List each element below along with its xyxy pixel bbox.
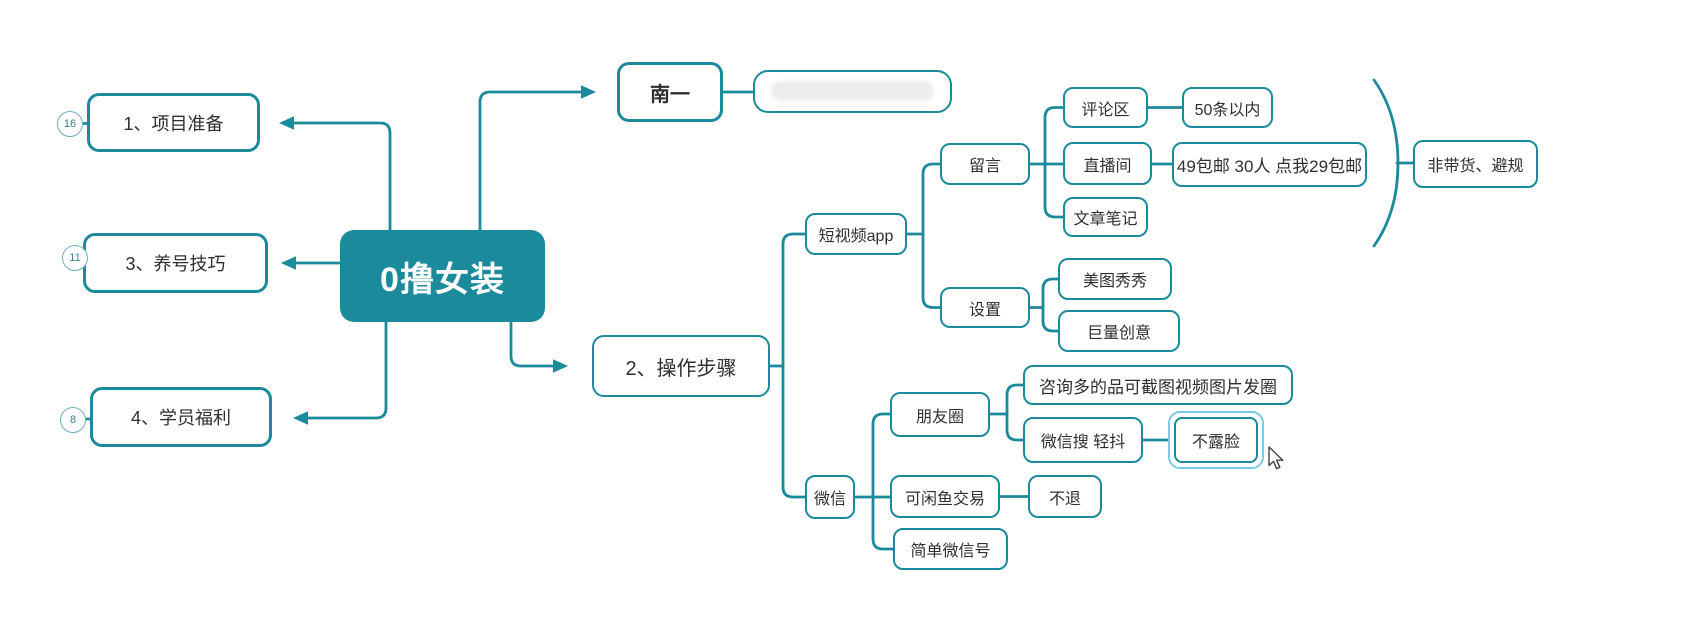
mouse-cursor-icon — [1268, 446, 1284, 470]
edge-trunk6-to-consult — [1005, 383, 1025, 416]
node-live-room[interactable]: 直播间 — [1063, 142, 1152, 185]
arrowhead-nurture — [281, 256, 296, 270]
edge-trunk-to-short-video-app — [781, 232, 807, 368]
selection-ring: 不露脸 — [1168, 411, 1264, 469]
edge-trunk2-to-messages — [921, 162, 942, 236]
edge-root-to-steps — [509, 320, 555, 368]
node-redacted[interactable] — [753, 70, 952, 113]
node-consult-tip[interactable]: 咨询多的品可截图视频图片发圈 — [1023, 365, 1293, 405]
edge-trunk-to-wechat — [781, 364, 807, 499]
node-root[interactable]: 0撸女装 — [340, 230, 545, 322]
collapse-badge-11[interactable]: 11 — [62, 245, 88, 271]
collapse-badge-8[interactable]: 8 — [60, 407, 86, 433]
node-nanyi[interactable]: 南一 — [617, 62, 723, 122]
edge-trunk6-to-search — [1005, 412, 1025, 442]
arrowhead-steps — [553, 359, 568, 373]
node-moments[interactable]: 朋友圈 — [890, 392, 990, 437]
arrowhead-project-prep — [279, 116, 294, 130]
node-benefits[interactable]: 4、学员福利 — [90, 387, 272, 447]
node-settings[interactable]: 设置 — [940, 287, 1030, 328]
edge-trunk2-to-settings — [921, 232, 942, 309]
node-simple-wechat-id[interactable]: 简单微信号 — [893, 528, 1008, 570]
node-no-refund[interactable]: 不退 — [1028, 475, 1102, 518]
arrowhead-benefits — [293, 411, 308, 425]
node-messages[interactable]: 留言 — [940, 143, 1030, 185]
edge-root-to-benefits — [306, 320, 388, 420]
edge-root-to-nanyi — [478, 90, 583, 232]
edge-root-to-project-prep — [292, 121, 392, 232]
node-wechat[interactable]: 微信 — [805, 475, 855, 519]
node-comment-area[interactable]: 评论区 — [1063, 87, 1148, 128]
edge-trunk3-to-comment-area — [1043, 106, 1065, 166]
edge-trunk5-to-moments — [871, 412, 892, 499]
node-article-notes[interactable]: 文章笔记 — [1063, 197, 1148, 237]
node-meitu[interactable]: 美图秀秀 — [1058, 258, 1172, 300]
collapse-badge-16[interactable]: 16 — [57, 111, 83, 137]
redaction-blur — [771, 81, 934, 101]
node-side-note[interactable]: 非带货、避规 — [1413, 140, 1538, 188]
node-free-shipping[interactable]: 49包邮 30人 点我29包邮 — [1172, 142, 1367, 187]
edge-trunk4-to-juliang — [1041, 306, 1060, 333]
node-juliang[interactable]: 巨量创意 — [1058, 310, 1180, 352]
arrowhead-nanyi — [581, 85, 596, 99]
node-project-prep[interactable]: 1、项目准备 — [87, 93, 260, 152]
node-steps[interactable]: 2、操作步骤 — [592, 335, 770, 397]
node-short-video-app[interactable]: 短视频app — [805, 213, 907, 255]
node-within-50[interactable]: 50条以内 — [1182, 87, 1273, 128]
node-xianyu-trade[interactable]: 可闲鱼交易 — [890, 475, 1000, 518]
edge-trunk4-to-meitu — [1041, 277, 1060, 309]
brace-right — [1372, 78, 1400, 248]
node-nurture[interactable]: 3、养号技巧 — [83, 233, 268, 293]
node-wechat-search[interactable]: 微信搜 轻抖 — [1023, 417, 1143, 463]
node-no-face[interactable]: 不露脸 — [1174, 417, 1258, 463]
edge-trunk3-to-article-notes — [1043, 162, 1065, 219]
